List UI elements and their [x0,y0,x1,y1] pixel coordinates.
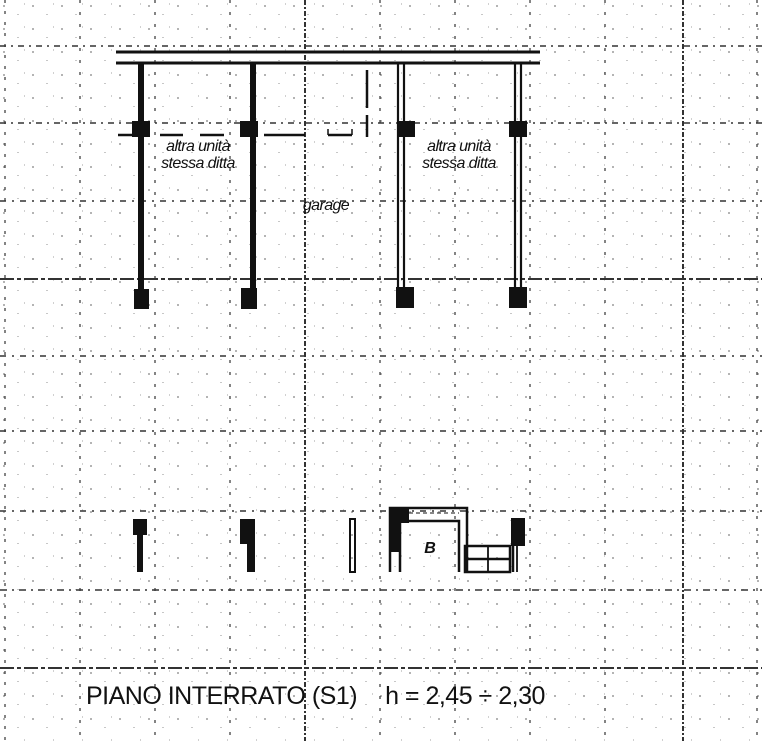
room-label-line: altra unità [166,138,230,155]
columns-bottom [133,518,525,573]
room-label-line: altra unità [427,138,491,155]
room-label-line: garage [302,197,350,214]
facade-wall [116,50,540,65]
columns-lower [134,287,527,309]
floor-height: h = 2,45 ÷ 2,30 [385,682,545,710]
stair [463,544,518,574]
floor-name: PIANO INTERRATO (S1) [86,682,358,710]
room-label-b: B [418,540,442,557]
room-label-unit-right: altra unità stessa ditta [404,138,514,172]
room-label-garage: garage [290,197,362,214]
plan-caption: PIANO INTERRATO (S1) h = 2,45 ÷ 2,30 [86,681,545,711]
room-label-line: B [424,540,436,557]
room-label-unit-left: altra unità stessa ditta [148,138,248,172]
room-label-line: stessa ditta [422,155,496,172]
room-b-walls [388,506,469,572]
room-label-line: stessa ditta [161,155,235,172]
columns-upper [132,121,527,137]
